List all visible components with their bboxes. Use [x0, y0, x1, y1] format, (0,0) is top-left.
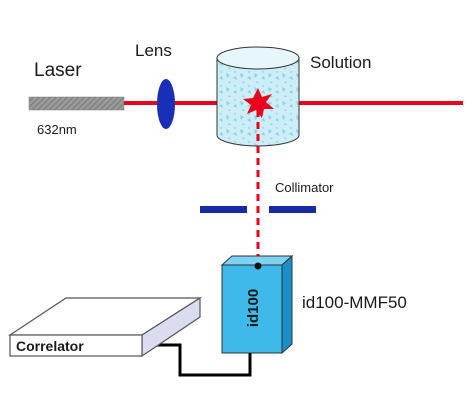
laser-label: Laser [34, 60, 82, 81]
signal-cable [148, 343, 252, 377]
lens [157, 79, 175, 129]
detector-name-label: id100-MMF50 [302, 293, 407, 312]
correlator-label: Correlator [16, 338, 84, 354]
solution-label: Solution [310, 53, 371, 72]
lens-label: Lens [135, 41, 172, 60]
scattering-spot [243, 88, 274, 118]
collimator-right-blade [269, 206, 316, 213]
detector-body-label: id100 [245, 289, 262, 327]
detector-box [220, 254, 294, 355]
detector-input-port [254, 262, 262, 270]
collimator-label: Collimator [275, 180, 334, 195]
collimator-left-blade [200, 206, 247, 213]
correlator-box [8, 296, 203, 358]
laser-body [28, 96, 125, 111]
wavelength-label: 632nm [37, 122, 77, 137]
